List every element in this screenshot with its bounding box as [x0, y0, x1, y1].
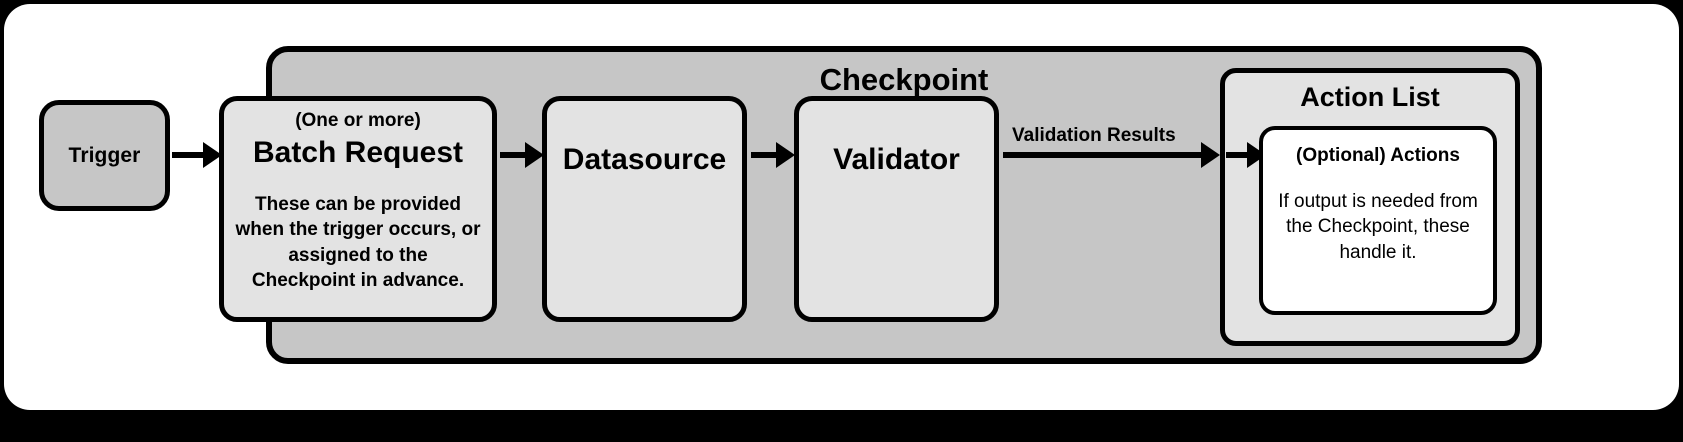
- validation-results-label: Validation Results: [1012, 125, 1176, 146]
- trigger-label: Trigger: [68, 143, 141, 167]
- optional-actions-title: (Optional) Actions: [1296, 145, 1460, 166]
- batch-request-title: Batch Request: [252, 135, 464, 169]
- checkpoint-title: Checkpoint: [819, 62, 989, 97]
- action-list-title: Action List: [1300, 82, 1440, 112]
- datasource-title: Datasource: [562, 143, 727, 176]
- batch-request-node[interactable]: (One or more) Batch Request These can be…: [219, 96, 497, 322]
- batch-request-body: These can be provided when the trigger o…: [235, 194, 481, 291]
- trigger-node[interactable]: Trigger: [39, 100, 170, 211]
- optional-actions-node[interactable]: (Optional) Actions If output is needed f…: [1259, 126, 1497, 315]
- datasource-node[interactable]: Datasource: [542, 96, 747, 322]
- arrow-shaft: [172, 152, 206, 158]
- validator-title: Validator: [833, 143, 960, 176]
- validator-node[interactable]: Validator: [794, 96, 999, 322]
- diagram-card: Trigger Checkpoint (One or more) Batch R…: [4, 4, 1679, 410]
- batch-request-subtitle: (One or more): [295, 110, 421, 131]
- optional-actions-body: If output is needed from the Checkpoint,…: [1278, 190, 1478, 263]
